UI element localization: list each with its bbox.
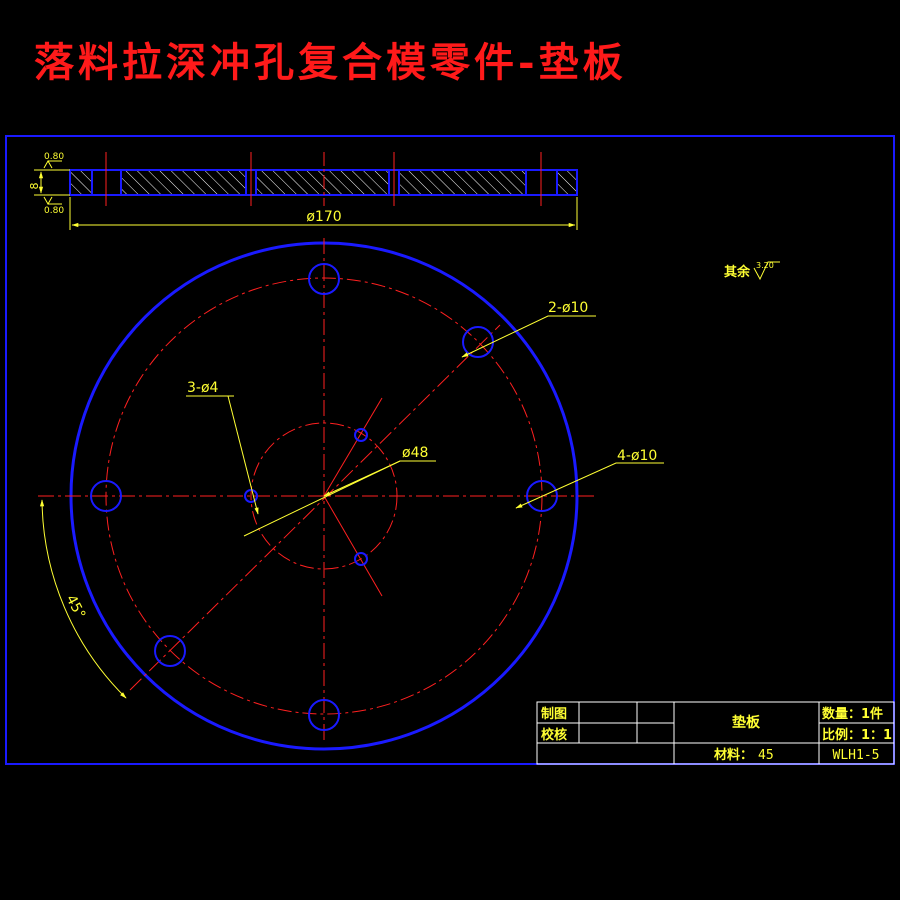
plate-section-hatch-2 bbox=[121, 170, 246, 195]
hole-d10-right bbox=[526, 480, 558, 512]
drawing-title: 落料拉深冲孔复合模零件-垫板 bbox=[34, 39, 627, 86]
tb-material-value: 45 bbox=[758, 748, 774, 763]
plan-view: 2-ø10 3-ø4 ø48 4-ø10 45° bbox=[38, 238, 664, 751]
tb-checked: 校核 bbox=[541, 727, 567, 743]
callout-3-d4: 3-ø4 bbox=[187, 380, 219, 396]
plate-section-hatch-1 bbox=[70, 170, 92, 195]
callout-2-d10: 2-ø10 bbox=[548, 300, 588, 316]
roughness-note-value: 3.20 bbox=[756, 261, 774, 270]
angle-45: 45° bbox=[62, 592, 88, 621]
hole-d10-upper-right bbox=[462, 326, 494, 358]
centerline-diagonal bbox=[129, 324, 501, 691]
roughness-note-prefix: 其余 bbox=[724, 264, 751, 280]
tb-part-name: 垫板 bbox=[732, 714, 761, 731]
tb-material-label: 材料： bbox=[714, 747, 753, 763]
hole-d10-top bbox=[308, 263, 340, 295]
callout-4-d10: 4-ø10 bbox=[617, 448, 657, 464]
roughness-bottom: 0.80 bbox=[44, 206, 64, 216]
roughness-top: 0.80 bbox=[44, 152, 64, 162]
hole-d4-left bbox=[244, 489, 258, 503]
tb-quantity: 数量：1件 bbox=[822, 706, 883, 722]
callout-d48: ø48 bbox=[402, 445, 428, 461]
tb-drawn: 制图 bbox=[541, 706, 567, 722]
plate-section-hatch-3 bbox=[256, 170, 389, 195]
tb-drawing-no: WLH1-5 bbox=[833, 748, 880, 763]
diameter-dimension: ø170 bbox=[306, 209, 341, 225]
thickness-dimension: 8 bbox=[28, 183, 41, 190]
hole-d10-bottom bbox=[308, 699, 340, 731]
section-view: 0.80 0.80 8 ø170 bbox=[28, 152, 578, 230]
drawing-border bbox=[5, 135, 895, 765]
title-block bbox=[536, 701, 895, 765]
hole-d4-upper bbox=[354, 428, 368, 442]
hole-d4-lower bbox=[354, 552, 368, 566]
roughness-note: 其余 3.20 bbox=[724, 261, 780, 281]
plate-section-hatch-5 bbox=[557, 170, 577, 195]
hole-d10-lower-left bbox=[154, 635, 186, 667]
tb-scale: 比例：1：1 bbox=[822, 727, 892, 743]
plate-section-hatch-4 bbox=[399, 170, 526, 195]
